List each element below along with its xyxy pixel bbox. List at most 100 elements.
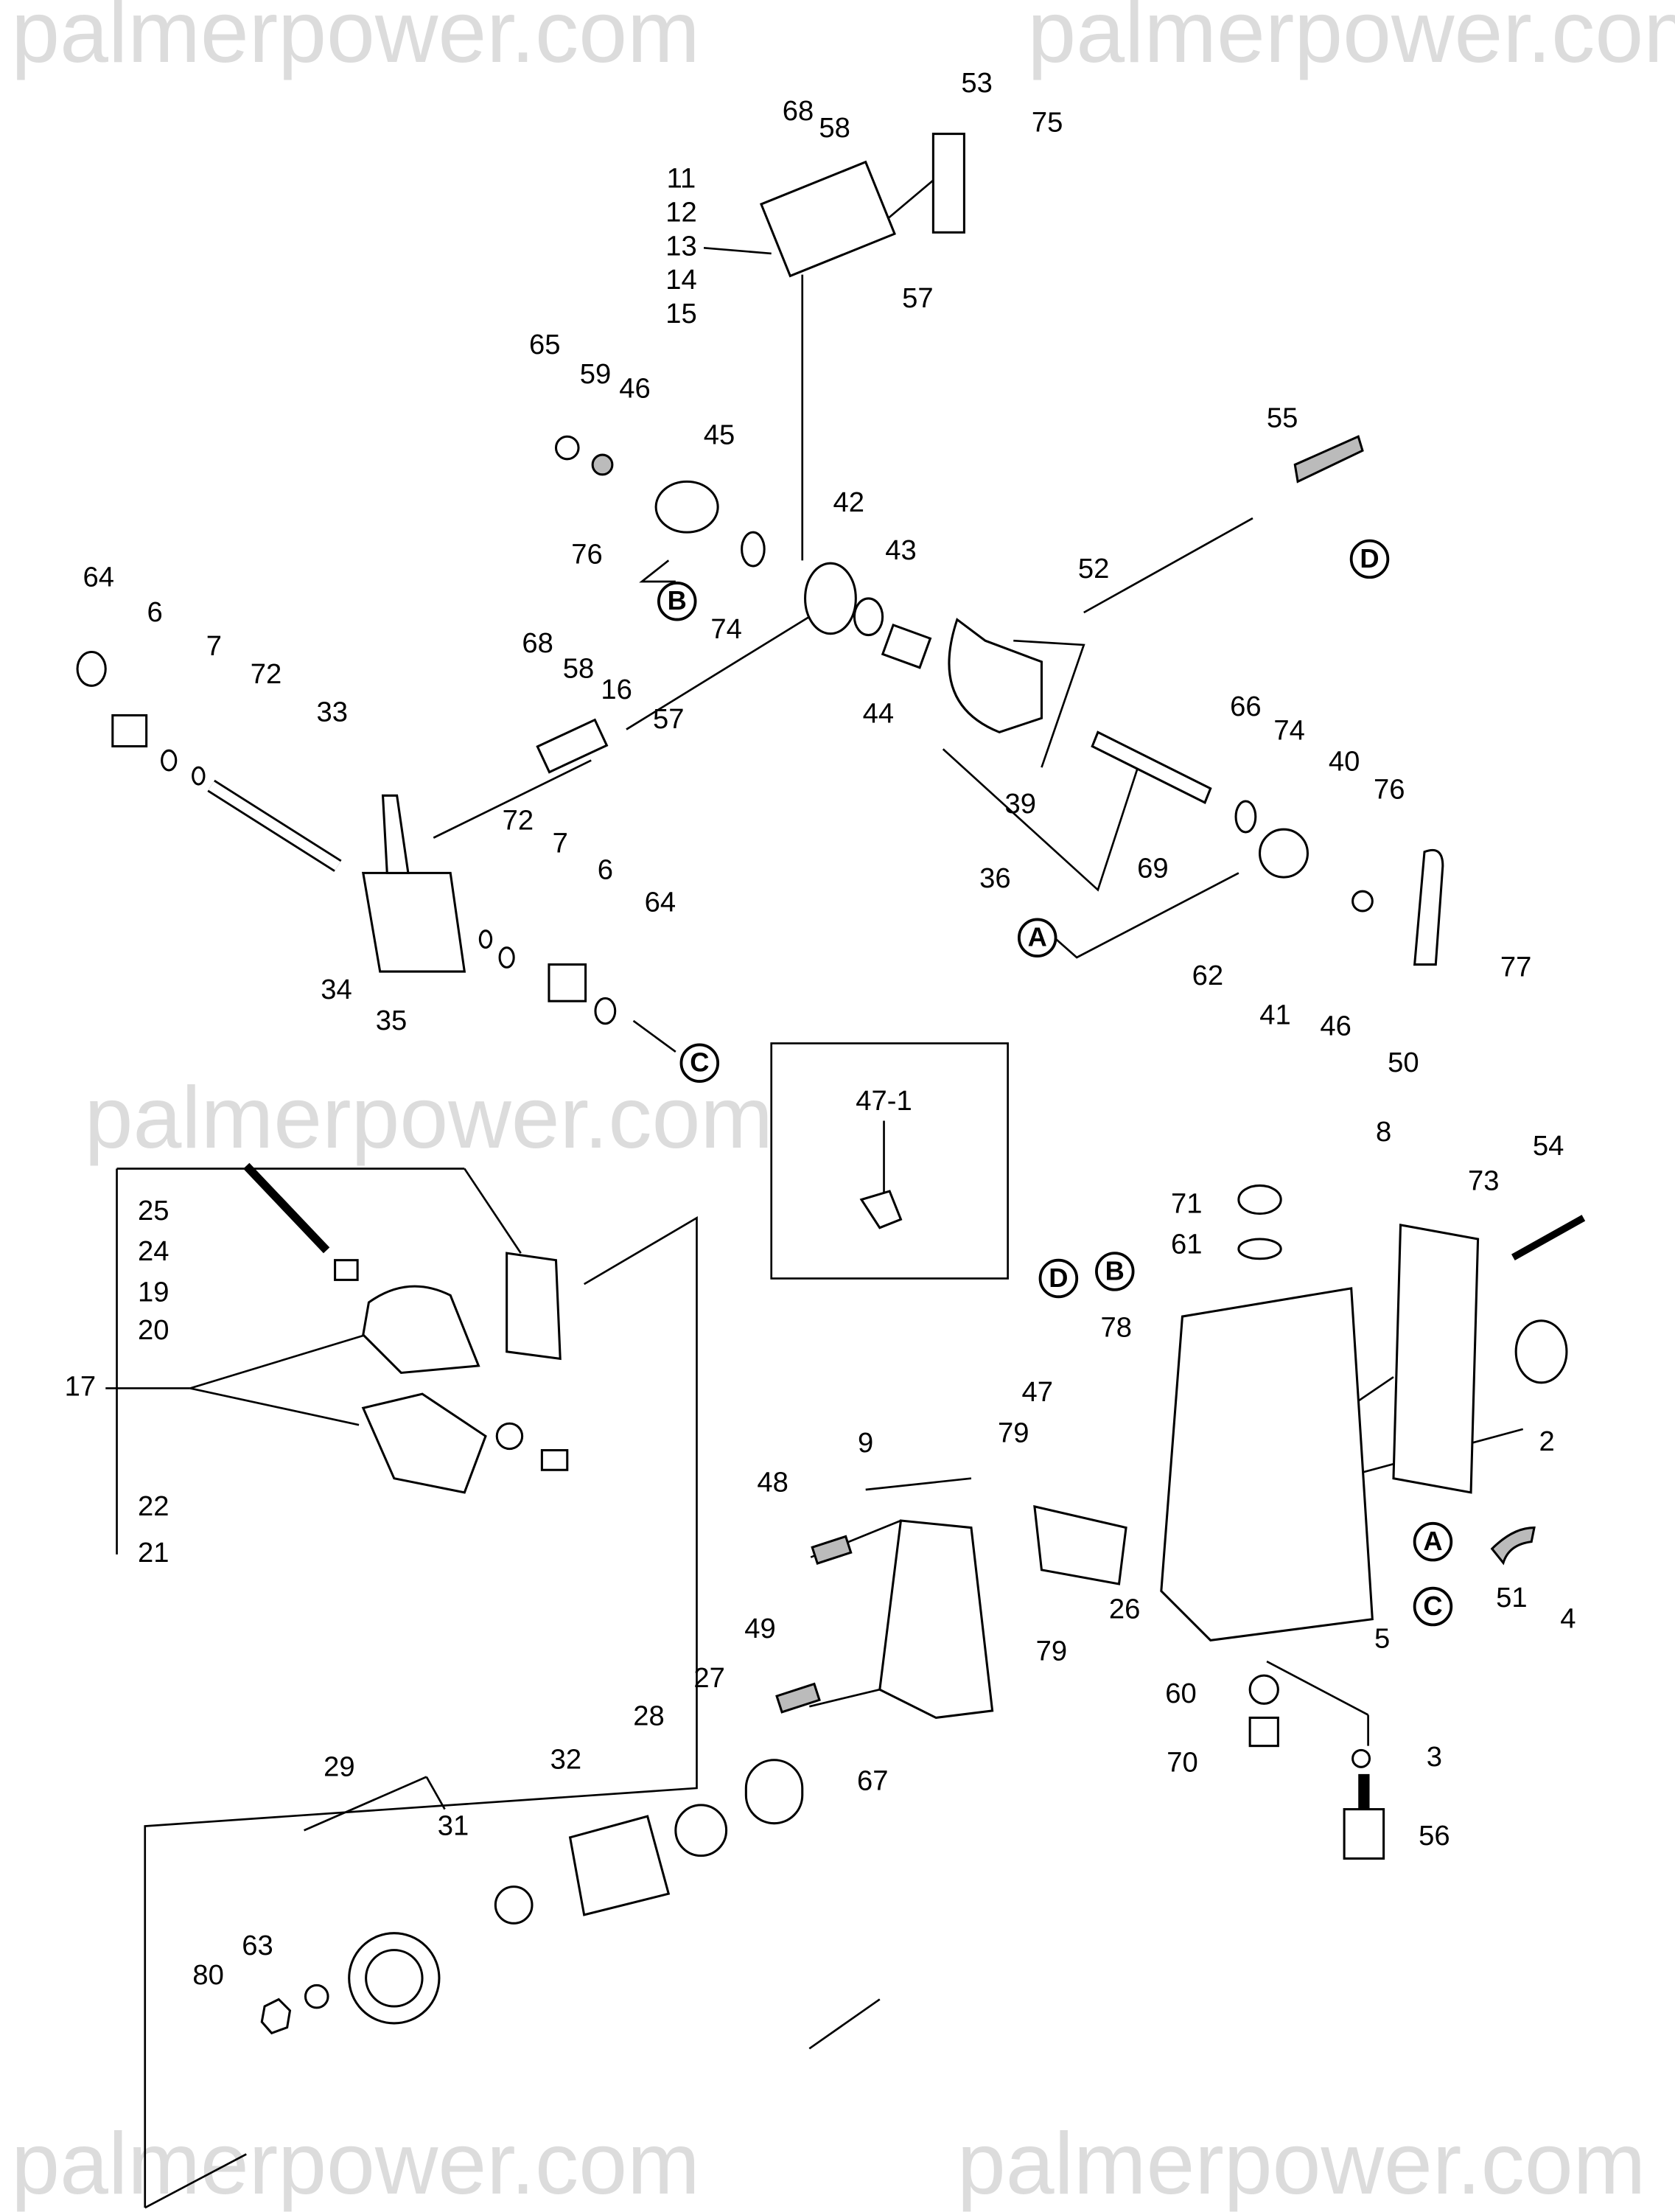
part-number-label: 5 bbox=[1374, 1622, 1390, 1654]
part-number-label: 49 bbox=[744, 1613, 775, 1644]
part-number-label: 41 bbox=[1259, 999, 1290, 1030]
part-number-label: 15 bbox=[665, 298, 696, 329]
part-number-label: 72 bbox=[251, 658, 282, 690]
marker-letter: B bbox=[1105, 1255, 1125, 1285]
part-number-label: 57 bbox=[653, 703, 684, 735]
part-number-label: 64 bbox=[645, 886, 676, 918]
part-number-label: 14 bbox=[665, 264, 696, 296]
part-number-label: 56 bbox=[1419, 1820, 1450, 1852]
part-number-label: 50 bbox=[1388, 1047, 1419, 1078]
part-number-label: 47 bbox=[1021, 1376, 1052, 1408]
part-number-label: 26 bbox=[1109, 1593, 1140, 1625]
marker-circle bbox=[679, 1043, 720, 1083]
marker-letter: D bbox=[1049, 1263, 1068, 1293]
part-number-label: 58 bbox=[819, 112, 850, 144]
part-number-label: 55 bbox=[1267, 402, 1298, 433]
part-number-label: 4 bbox=[1560, 1603, 1576, 1635]
part-number-label: 46 bbox=[619, 372, 650, 404]
part-number-label: 7 bbox=[553, 827, 568, 859]
marker-letter: A bbox=[1423, 1526, 1442, 1556]
part-number-label: 51 bbox=[1496, 1582, 1527, 1613]
part-number-label: 46 bbox=[1320, 1011, 1351, 1042]
marker-letter: A bbox=[1028, 922, 1047, 952]
part-number-label: 28 bbox=[633, 1700, 664, 1732]
part-number-label: 78 bbox=[1100, 1311, 1131, 1343]
part-number-label: 3 bbox=[1427, 1741, 1442, 1773]
part-number-label: 67 bbox=[857, 1765, 888, 1796]
watermarks: palmerpower.com palmerpower.com palmerpo… bbox=[11, 0, 1675, 2212]
part-number-label: 32 bbox=[550, 1744, 581, 1776]
part-number-label: 68 bbox=[783, 95, 814, 127]
part-number-label: 17 bbox=[65, 1371, 96, 1403]
marker-circle bbox=[1349, 539, 1390, 579]
spring-55 bbox=[1293, 435, 1364, 484]
part-number-label: 44 bbox=[863, 698, 894, 730]
part-number-label: 6 bbox=[598, 854, 613, 886]
part-number-label: 20 bbox=[138, 1314, 169, 1346]
reference-marker: C bbox=[1413, 1586, 1453, 1627]
part-number-label: 61 bbox=[1171, 1229, 1202, 1260]
marker-circle bbox=[1413, 1586, 1453, 1627]
reference-marker: B bbox=[1095, 1252, 1135, 1291]
part-number-label: 80 bbox=[192, 1959, 223, 1991]
inset-box-47-1: 47-1 bbox=[770, 1042, 1009, 1280]
watermark: palmerpower.com bbox=[957, 2115, 1646, 2212]
part-number-label: 74 bbox=[710, 613, 741, 645]
part-number-label: 6 bbox=[147, 596, 162, 628]
reference-marker: D bbox=[1038, 1258, 1079, 1299]
parts bbox=[76, 133, 1586, 2035]
part-number-label: 58 bbox=[563, 652, 594, 684]
part-number-label: 42 bbox=[833, 486, 864, 518]
part-number-label: 64 bbox=[83, 561, 113, 593]
marker-circle bbox=[657, 581, 697, 621]
part-number-label: 53 bbox=[961, 67, 992, 99]
marker-letter: C bbox=[690, 1047, 709, 1078]
reference-marker: D bbox=[1349, 539, 1390, 579]
marker-circle bbox=[1017, 918, 1057, 957]
part-number-label: 27 bbox=[693, 1662, 724, 1694]
part-number-label: 76 bbox=[571, 539, 602, 571]
part-number-label: 43 bbox=[885, 534, 916, 566]
part-number-label: 22 bbox=[138, 1490, 169, 1522]
marker-letter: B bbox=[668, 585, 687, 615]
housing-5 bbox=[1160, 1287, 1374, 1641]
part-number-label: 79 bbox=[998, 1417, 1029, 1449]
part-number-label: 52 bbox=[1078, 553, 1109, 585]
part-number-label: 76 bbox=[1374, 774, 1405, 806]
part-number-label: 66 bbox=[1230, 691, 1261, 722]
reference-marker: B bbox=[657, 581, 697, 621]
part-number-label: 7 bbox=[206, 630, 222, 662]
part-number-label: 73 bbox=[1468, 1165, 1499, 1197]
watermark: palmerpower.com bbox=[11, 0, 699, 81]
gasket-8 bbox=[1392, 1224, 1480, 1494]
part-number-label: 21 bbox=[138, 1537, 169, 1569]
inset-label: 47-1 bbox=[856, 1085, 912, 1117]
part-number-label: 11 bbox=[667, 163, 696, 195]
watermark: palmerpower.com bbox=[11, 2115, 699, 2212]
part-number-label: 8 bbox=[1376, 1116, 1391, 1148]
marker-circle bbox=[1095, 1252, 1135, 1291]
part-number-label: 74 bbox=[1273, 714, 1304, 746]
part-number-label: 70 bbox=[1167, 1747, 1197, 1779]
part-number-label: 9 bbox=[858, 1427, 873, 1459]
part-number-label: 39 bbox=[1005, 788, 1036, 820]
reference-marker: A bbox=[1017, 918, 1057, 957]
part-number-label: 48 bbox=[757, 1466, 788, 1498]
watermark: palmerpower.com bbox=[85, 1070, 773, 1167]
part-number-label: 54 bbox=[1533, 1130, 1564, 1162]
part-number-label: 35 bbox=[376, 1005, 407, 1036]
marker-letter: D bbox=[1360, 543, 1379, 573]
part-number-label: 24 bbox=[138, 1235, 169, 1267]
part-number-label: 33 bbox=[317, 697, 348, 728]
part-number-label: 16 bbox=[601, 674, 632, 705]
part-number-label: 25 bbox=[138, 1195, 169, 1227]
part-number-label: 57 bbox=[902, 282, 933, 314]
part-number-label: 77 bbox=[1500, 951, 1531, 983]
part-number-label: 29 bbox=[324, 1751, 354, 1782]
marker-circle bbox=[1038, 1258, 1079, 1299]
part-number-label: 63 bbox=[242, 1930, 273, 1961]
marker-circle bbox=[1413, 1521, 1453, 1562]
gasket-9 bbox=[878, 1519, 994, 1720]
